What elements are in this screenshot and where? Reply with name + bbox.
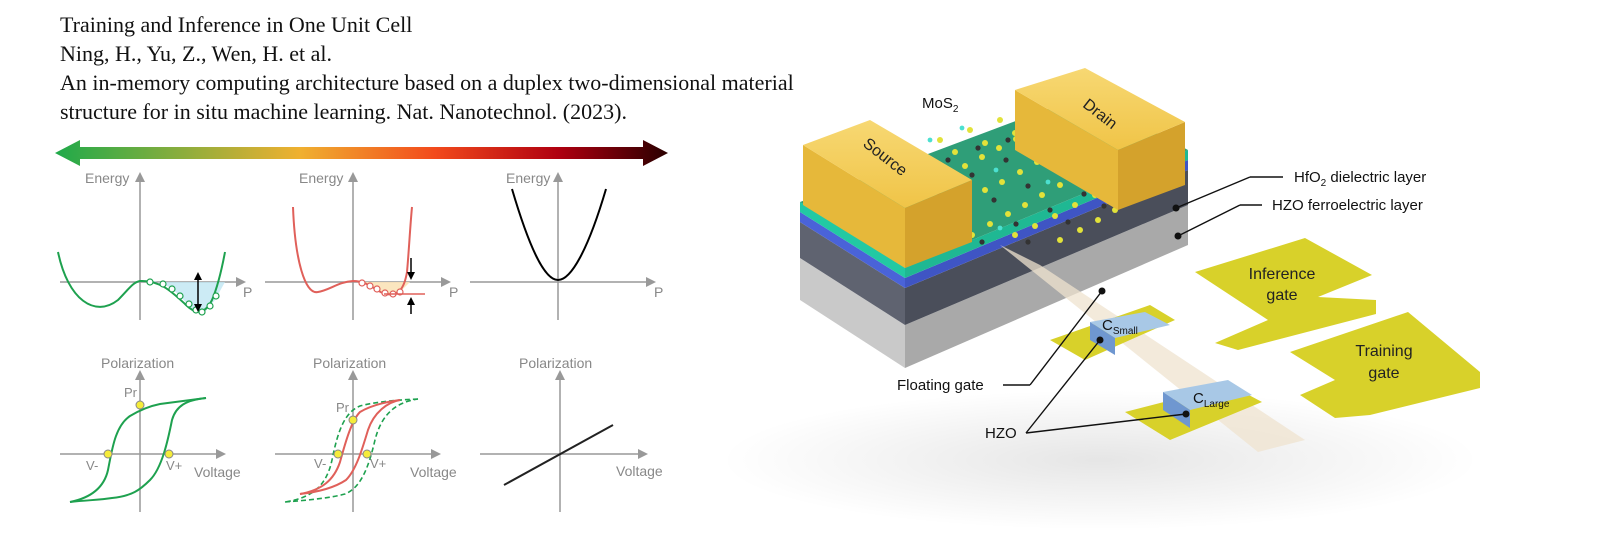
hzo-label: HZO [985, 425, 1017, 442]
p-axis-label: P [449, 284, 458, 300]
v-minus-label: V- [86, 458, 98, 473]
energy-axis-label: Energy [85, 170, 129, 186]
hfo2-dielectric-label: HfO2 dielectric layer [1294, 169, 1426, 189]
voltage-axis-label: Voltage [616, 463, 663, 479]
device-schematic [720, 68, 1480, 530]
training-gate-label-line2: gate [1368, 365, 1399, 382]
voltage-axis-label: Voltage [194, 464, 241, 480]
voltage-axis-label: Voltage [410, 464, 457, 480]
energy-plot-intermediate: Energy P [265, 170, 458, 320]
hzo-ferroelectric-label: HZO ferroelectric layer [1272, 197, 1423, 214]
p-axis-label: P [243, 284, 252, 300]
v-plus-label: V+ [166, 458, 182, 473]
authors: Ning, H., Yu, Z., Wen, H. et al. [60, 41, 332, 66]
v-plus-label: V+ [370, 456, 386, 471]
hysteresis-plot-intermediate: Polarization Voltage Pr V- V+ [275, 355, 457, 512]
citation-line-1: An in-memory computing architecture base… [60, 70, 794, 95]
p-axis-label: P [654, 284, 663, 300]
energy-axis-label: Energy [299, 170, 343, 186]
energy-plot-dielectric: Energy P [470, 170, 663, 320]
polarization-axis-label: Polarization [101, 355, 174, 371]
energy-axis-label: Energy [506, 170, 550, 186]
training-gate-label-line1: Training [1355, 343, 1412, 360]
citation-header: Training and Inference in One Unit Cell … [60, 10, 794, 126]
citation-line-2: structure for in situ machine learning. … [60, 99, 627, 124]
inference-gate-label-line1: Inference [1249, 266, 1316, 283]
c-small-label: CSmall [1102, 317, 1138, 337]
mos2-label: MoS2 [922, 95, 959, 115]
v-minus-label: V- [314, 456, 326, 471]
polarization-axis-label: Polarization [313, 355, 386, 371]
c-large-label: CLarge [1193, 390, 1230, 410]
energy-plot-ferroelectric: Energy P [57, 170, 252, 320]
pr-label: Pr [336, 400, 350, 415]
pr-label: Pr [124, 385, 138, 400]
title: Training and Inference in One Unit Cell [60, 12, 413, 37]
hysteresis-plot-ferroelectric: Polarization Voltage Pr V- V+ [60, 355, 241, 512]
polarization-plot-dielectric: Polarization Voltage [480, 355, 663, 512]
inference-gate-label-line2: gate [1266, 287, 1297, 304]
gradient-double-arrow [55, 140, 668, 166]
floating-gate-label: Floating gate [897, 377, 984, 394]
polarization-axis-label: Polarization [519, 355, 592, 371]
